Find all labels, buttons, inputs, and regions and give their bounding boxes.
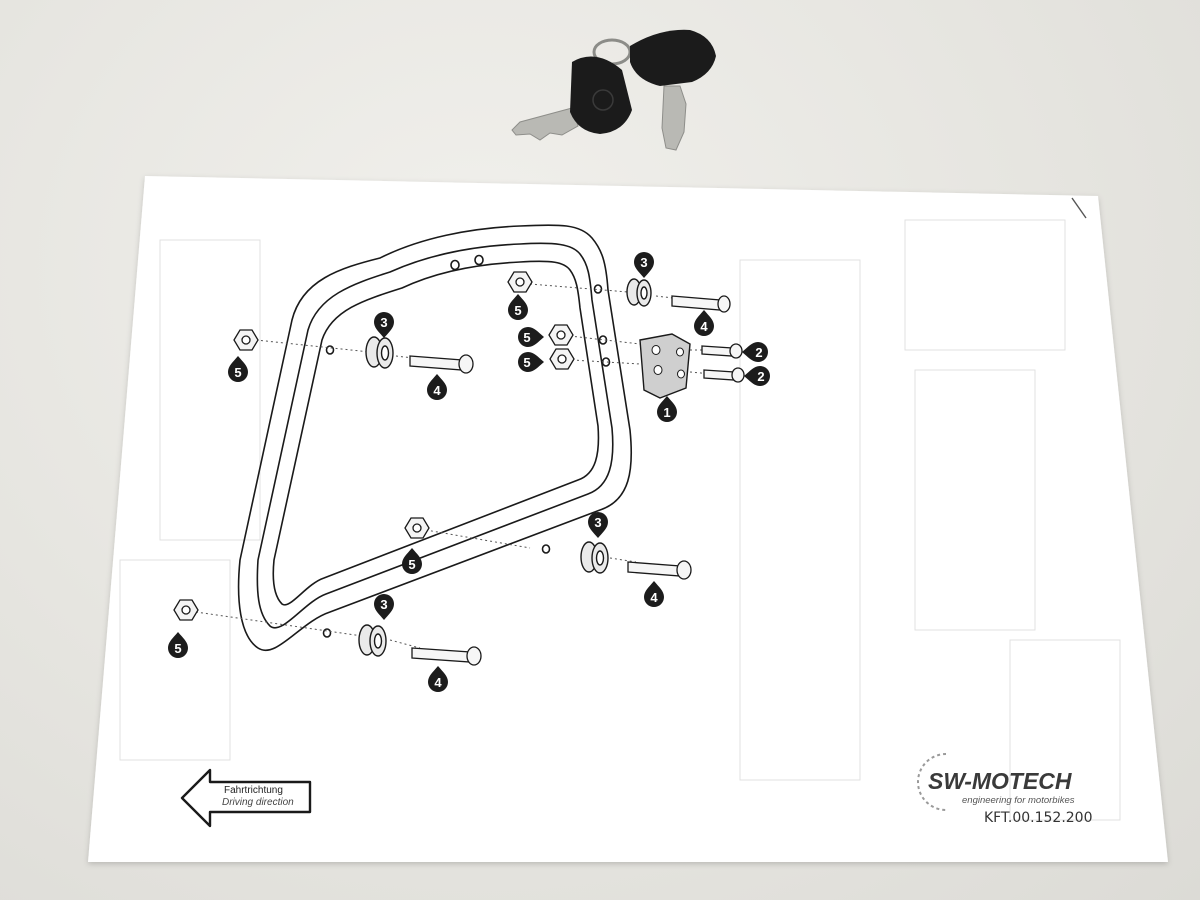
brand-tagline: engineering for motorbikes (962, 795, 1075, 806)
callout-4: 4 (427, 374, 447, 400)
callout-label: 4 (433, 383, 441, 398)
bushing (580, 541, 609, 574)
callout-5: 5 (168, 632, 188, 658)
hex-nut (404, 517, 430, 539)
carrier-frame (237, 224, 633, 651)
driving-direction-arrow: Fahrtrichtung Driving direction (180, 768, 312, 828)
callout-3: 3 (374, 312, 394, 338)
callout-label: 3 (380, 597, 387, 612)
callout-label: 3 (594, 515, 601, 530)
hex-nut (548, 324, 574, 346)
callout-5: 5 (518, 352, 544, 372)
callout-3: 3 (374, 594, 394, 620)
callout-5: 5 (508, 294, 528, 320)
callout-label: 4 (700, 319, 708, 334)
hex-nut (233, 329, 259, 351)
short-bolts (701, 343, 745, 383)
bolt (409, 354, 474, 374)
hex-nut (507, 271, 533, 293)
callout-label: 2 (755, 345, 762, 360)
callout-label: 5 (408, 557, 415, 572)
bolt (411, 646, 482, 666)
brand-logo: SW-MOTECH engineering for motorbikes KFT… (917, 753, 1093, 826)
callout-5: 5 (518, 327, 544, 347)
callout-4: 4 (694, 310, 714, 336)
part-number: KFT.00.152.200 (984, 810, 1093, 826)
keys-icon (511, 29, 716, 151)
callout-5: 5 (402, 548, 422, 574)
assembly-lines (195, 283, 713, 649)
callout-4: 4 (428, 666, 448, 692)
show-through-text (119, 219, 1121, 821)
callout-label: 2 (757, 369, 764, 384)
callout-label: 5 (523, 330, 530, 345)
bolt (701, 343, 743, 359)
nut-parts (173, 271, 575, 621)
instruction-sheet (88, 176, 1168, 862)
callout-2: 2 (742, 342, 768, 362)
bushing (365, 336, 394, 369)
callout-2: 2 (744, 366, 770, 386)
direction-label-de: Fahrtrichtung (224, 785, 283, 796)
bolt (627, 560, 692, 580)
bolt (671, 295, 731, 313)
callout-label: 4 (434, 675, 442, 690)
hex-nut (173, 599, 199, 621)
callout-4: 4 (644, 581, 664, 607)
hex-nut (549, 348, 575, 370)
callout-3: 3 (634, 252, 654, 278)
brand-name: SW-MOTECH (928, 768, 1072, 794)
callout-label: 5 (174, 641, 181, 656)
callout-1: 1 (657, 396, 677, 422)
callout-label: 5 (523, 355, 530, 370)
callout-label: 3 (640, 255, 647, 270)
callout-badges: 1 2 2 3 3 3 3 4 4 4 4 5 5 5 5 5 5 (168, 252, 770, 692)
callout-label: 5 (514, 303, 521, 318)
rubber-bushings (358, 278, 652, 657)
long-bolts (409, 295, 731, 666)
callout-label: 5 (234, 365, 241, 380)
callout-label: 1 (663, 405, 670, 420)
bushing (626, 278, 652, 307)
bolt (703, 367, 745, 383)
direction-label-en: Driving direction (222, 797, 294, 808)
bushing (358, 624, 387, 657)
gear-icon (917, 753, 947, 811)
callout-5: 5 (228, 356, 248, 382)
callout-label: 3 (380, 315, 387, 330)
callout-3: 3 (588, 512, 608, 538)
callout-label: 4 (650, 590, 658, 605)
